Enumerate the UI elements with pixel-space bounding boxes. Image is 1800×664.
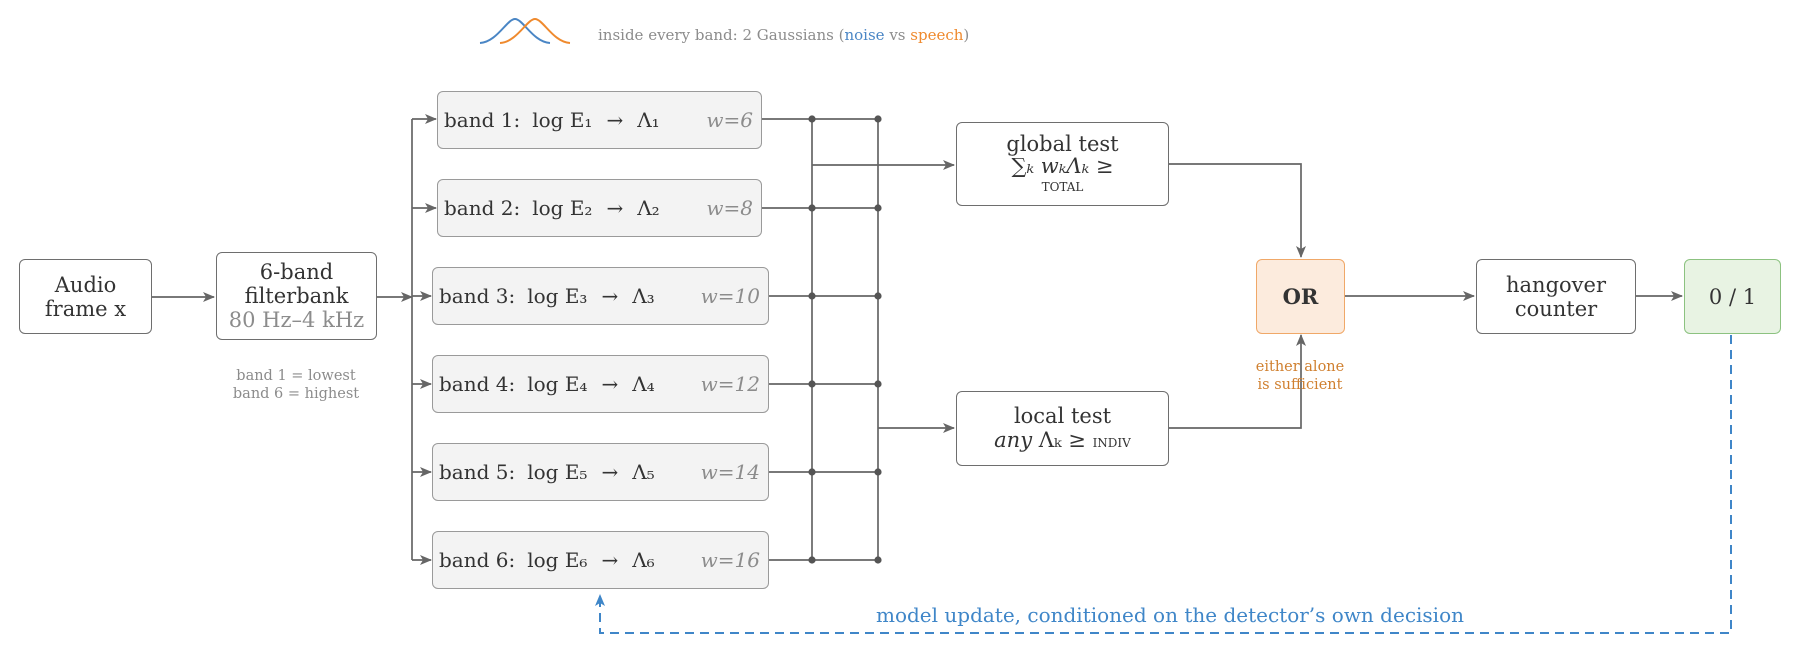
band-arrow: → [606,108,624,132]
legend-suffix: ) [963,26,970,44]
band-label: band 3: [439,284,516,308]
global-test-box: global test ∑ₖ wₖΛₖ ≥ total [956,122,1169,206]
output-label: 0 / 1 [1708,284,1757,309]
band-weight: w=8 [706,196,753,220]
feedback-path [595,335,1732,634]
global-test-title: global test [1006,132,1119,156]
band-energy: log E₃ [527,284,588,308]
band-lambda: Λ₅ [632,460,655,484]
input-line1: Audio [54,272,117,297]
band-label: band 2: [444,196,521,220]
band-lambda: Λ₁ [637,108,660,132]
input-line2: frame x [44,296,127,321]
global-test-formula: ∑ₖ wₖΛₖ ≥ [1011,154,1114,178]
filterbank-range: 80 Hz–4 kHz [228,308,365,332]
band-label: band 6: [439,548,516,572]
band-lambda: Λ₃ [632,284,655,308]
band-arrow: → [601,284,619,308]
hangover-counter-box: hangover counter [1476,259,1636,334]
band-label: band 4: [439,372,516,396]
feedback-label: model update, conditioned on the detecto… [875,603,1464,627]
local-test-formula: Λₖ ≥ [1038,427,1086,452]
band-energy: log E₂ [532,196,593,220]
local-test-any: any [994,427,1033,452]
legend-vs: vs [884,26,911,44]
local-test-title: local test [1013,403,1112,428]
band-3-box: band 3: log E₃ → Λ₃ w=10 [432,267,769,325]
filterbank-box: 6-band filterbank 80 Hz–4 kHz [216,252,377,340]
legend-text: inside every band: 2 Gaussians (noise vs… [598,26,969,44]
band-lambda: Λ₂ [637,196,660,220]
or-gate-note: either alone is sufficient [1220,358,1380,394]
band-weight: w=10 [700,284,760,308]
band-arrow: → [601,548,619,572]
legend-noise: noise [844,26,885,44]
or-note-line2: is sufficient [1257,377,1343,393]
band-5-box: band 5: log E₅ → Λ₅ w=14 [432,443,769,501]
local-test-threshold: indiv [1092,431,1131,452]
arrow-local-to-or [1169,334,1306,429]
local-test-condition: any Λₖ ≥ indiv [994,428,1131,454]
band-label: band 5: [439,460,516,484]
band-2-box: band 2: log E₂ → Λ₂ w=8 [437,179,762,237]
or-gate-box: OR [1256,259,1345,334]
legend-speech: speech [910,26,964,44]
global-test-threshold: total [1041,176,1084,196]
legend-prefix: inside every band: 2 Gaussians ( [598,26,845,44]
output-decision-box: 0 / 1 [1684,259,1781,334]
band-energy: log E₁ [532,108,593,132]
filterbank-note-line2: band 6 = highest [232,386,360,402]
input-audio-frame-box: Audio frame x [19,259,152,334]
band-lambda: Λ₆ [632,548,655,572]
filterbank-note-line1: band 1 = lowest [236,368,356,384]
band-weight: w=16 [700,548,760,572]
filterbank-note: band 1 = lowest band 6 = highest [196,367,396,403]
band-energy: log E₆ [527,548,588,572]
band-lambda: Λ₄ [632,372,655,396]
band-1-box: band 1: log E₁ → Λ₁ w=6 [437,91,762,149]
arrow-global-to-or [1169,163,1306,258]
local-test-box: local test any Λₖ ≥ indiv [956,391,1169,466]
band-energy: log E₅ [527,460,588,484]
or-gate-label: OR [1282,283,1319,309]
hangover-line2: counter [1514,296,1598,321]
band-arrow: → [601,372,619,396]
band-6-box: band 6: log E₆ → Λ₆ w=16 [432,531,769,589]
band-weight: w=6 [706,108,753,132]
band-arrow: → [601,460,619,484]
filterbank-line2: filterbank [244,284,349,308]
or-note-line1: either alone [1255,359,1345,375]
band-energy: log E₄ [527,372,588,396]
band-4-box: band 4: log E₄ → Λ₄ w=12 [432,355,769,413]
gaussians-icon [479,17,571,44]
band-arrow: → [606,196,624,220]
band-label: band 1: [444,108,521,132]
hangover-line1: hangover [1506,272,1606,297]
band-weight: w=12 [700,372,760,396]
filterbank-line1: 6-band [259,260,334,284]
band-weight: w=14 [700,460,760,484]
